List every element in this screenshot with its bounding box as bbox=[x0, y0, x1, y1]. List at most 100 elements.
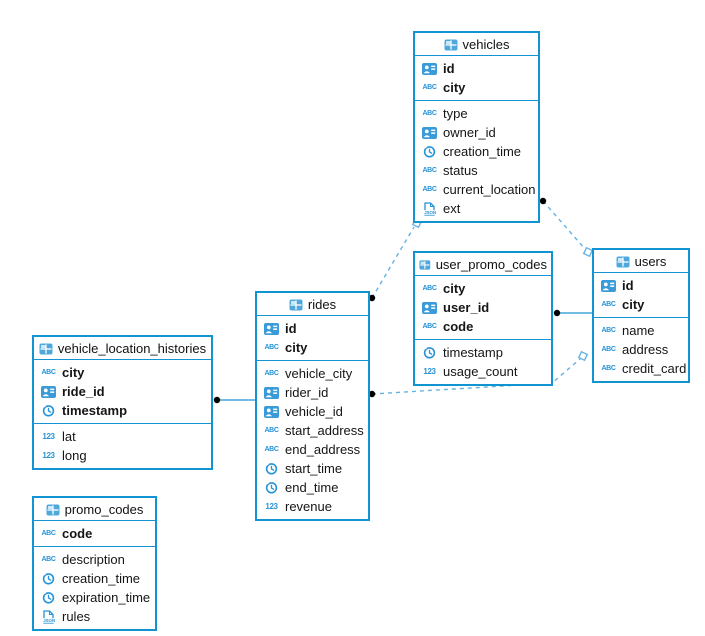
field-row-id[interactable]: id bbox=[257, 319, 368, 338]
table-header-users[interactable]: users bbox=[594, 250, 688, 273]
field-row-code[interactable]: ABC code bbox=[34, 524, 155, 543]
id-type-icon bbox=[421, 126, 438, 139]
field-name: vehicle_city bbox=[285, 366, 353, 381]
clock-icon bbox=[423, 145, 436, 158]
field-row-rider_id[interactable]: rider_id bbox=[257, 383, 368, 402]
clock-icon bbox=[42, 404, 55, 417]
field-row-expiration_time[interactable]: expiration_time bbox=[34, 588, 155, 607]
field-name: description bbox=[62, 552, 125, 567]
field-row-city[interactable]: ABC city bbox=[257, 338, 368, 357]
relationship-dot-endpoint bbox=[213, 396, 221, 404]
table-icon bbox=[39, 343, 53, 354]
text-type-icon-glyph: ABC bbox=[422, 285, 437, 292]
time-type-icon bbox=[263, 462, 280, 475]
time-type-icon bbox=[40, 591, 57, 604]
number-type-icon: 123 bbox=[421, 365, 438, 378]
field-row-ext[interactable]: JSON ext bbox=[415, 199, 538, 218]
field-row-user_id[interactable]: user_id bbox=[415, 298, 551, 317]
field-row-vehicle_id[interactable]: vehicle_id bbox=[257, 402, 368, 421]
field-name: revenue bbox=[285, 499, 332, 514]
field-name: city bbox=[285, 340, 308, 355]
text-type-icon: ABC bbox=[421, 183, 438, 196]
text-type-icon-glyph: ABC bbox=[264, 446, 279, 453]
id-type-icon bbox=[40, 385, 57, 398]
field-name: code bbox=[62, 526, 93, 541]
field-row-creation_time[interactable]: creation_time bbox=[415, 142, 538, 161]
table-header-user_promo_codes[interactable]: user_promo_codes bbox=[415, 253, 551, 276]
field-row-vehicle_city[interactable]: ABC vehicle_city bbox=[257, 364, 368, 383]
field-name: city bbox=[443, 80, 466, 95]
text-type-icon: ABC bbox=[263, 367, 280, 380]
relationship-dot-endpoint bbox=[553, 309, 561, 317]
field-row-end_time[interactable]: end_time bbox=[257, 478, 368, 497]
clock-icon bbox=[423, 346, 436, 359]
number-type-icon-glyph: 123 bbox=[42, 451, 55, 460]
text-type-icon: ABC bbox=[40, 366, 57, 379]
field-name: rider_id bbox=[285, 385, 329, 400]
field-row-timestamp[interactable]: timestamp bbox=[415, 343, 551, 362]
field-name: user_id bbox=[443, 300, 490, 315]
field-name: id bbox=[622, 278, 634, 293]
relationship-line-rides-vehicles[interactable] bbox=[371, 226, 415, 299]
table-header-vehicle_location_histories[interactable]: vehicle_location_histories bbox=[34, 337, 211, 360]
relationship-line-vehicles-users[interactable] bbox=[542, 200, 586, 250]
relationship-dot-endpoint bbox=[539, 197, 547, 205]
field-row-start_time[interactable]: start_time bbox=[257, 459, 368, 478]
field-name: creation_time bbox=[443, 144, 522, 159]
clock-icon bbox=[42, 591, 55, 604]
number-type-icon: 123 bbox=[263, 500, 280, 513]
field-name: id bbox=[443, 61, 455, 76]
text-type-icon: ABC bbox=[263, 443, 280, 456]
field-row-creation_time[interactable]: creation_time bbox=[34, 569, 155, 588]
relationship-dot-endpoint bbox=[368, 390, 376, 398]
field-row-ride_id[interactable]: ride_id bbox=[34, 382, 211, 401]
text-type-icon-glyph: ABC bbox=[41, 530, 56, 537]
time-type-icon bbox=[421, 346, 438, 359]
field-row-id[interactable]: id bbox=[415, 59, 538, 78]
id-type-icon bbox=[600, 279, 617, 292]
field-row-id[interactable]: id bbox=[594, 276, 688, 295]
text-type-icon: ABC bbox=[263, 424, 280, 437]
field-name: city bbox=[622, 297, 645, 312]
table-header-rides[interactable]: rides bbox=[257, 293, 368, 316]
field-row-owner_id[interactable]: owner_id bbox=[415, 123, 538, 142]
id-badge-icon bbox=[601, 279, 616, 292]
field-row-timestamp[interactable]: timestamp bbox=[34, 401, 211, 420]
table-header-vehicles[interactable]: vehicles bbox=[415, 33, 538, 56]
field-row-revenue[interactable]: 123 revenue bbox=[257, 497, 368, 516]
text-type-icon-glyph: ABC bbox=[264, 344, 279, 351]
field-row-rules[interactable]: JSON rules bbox=[34, 607, 155, 626]
table-header-promo_codes[interactable]: promo_codes bbox=[34, 498, 155, 521]
relationship-diamond-endpoint bbox=[582, 246, 594, 258]
